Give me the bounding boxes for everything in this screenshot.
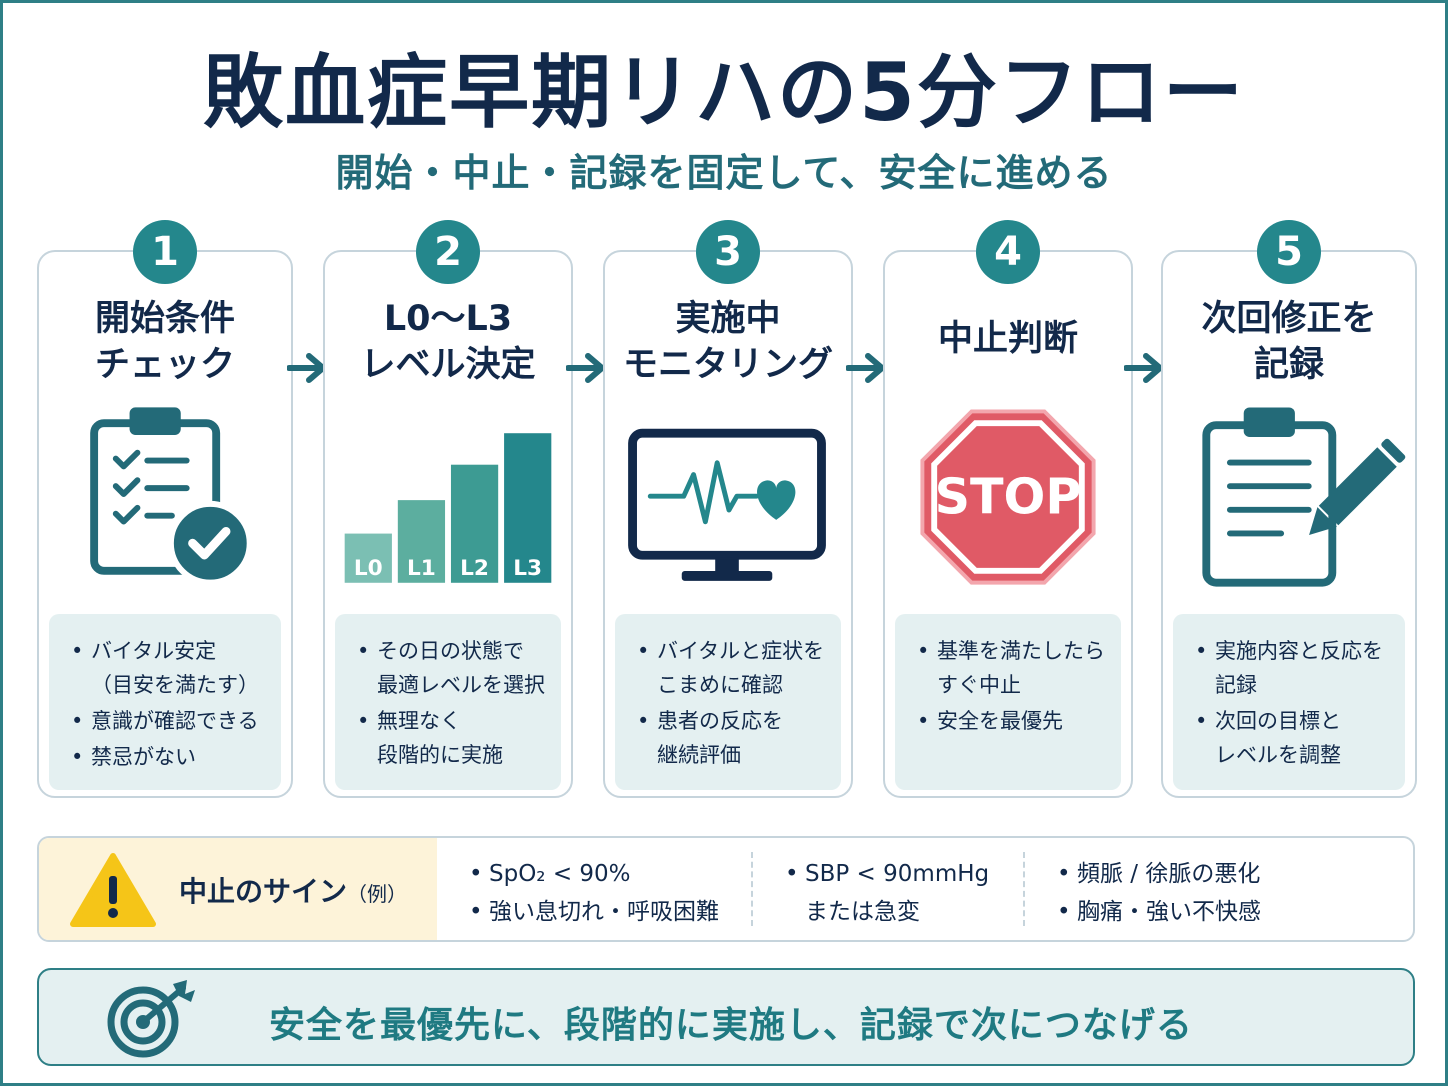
- step-bullets: その日の状態で 最適レベルを選択 無理なく 段階的に実施: [335, 614, 561, 790]
- stop-sign-item: SpO₂ < 90%: [469, 856, 719, 892]
- stop-signs-header: 中止のサイン（例）: [39, 838, 437, 940]
- stop-sign-icon: STOP: [920, 409, 1096, 585]
- stop-sign-column-1: SpO₂ < 90% 強い息切れ・呼吸困難: [469, 856, 719, 932]
- step-title: 開始条件 チェック: [94, 299, 235, 385]
- footer-message: 安全を最優先に、段階的に実施し、記録で次につなげる: [269, 1005, 1193, 1046]
- arrow-right-icon: [1124, 353, 1163, 383]
- bullet-item: バイタル安定 （目安を満たす）: [71, 634, 273, 702]
- bullet-item: 禁忌がない: [71, 740, 273, 774]
- clipboard-pencil-icon: [1202, 407, 1406, 587]
- step-title: 中止判断: [937, 319, 1078, 359]
- bullet-item: 患者の反応を 継続評価: [637, 704, 833, 772]
- bullet-item: 基準を満たしたら すぐ中止: [917, 634, 1113, 702]
- stop-sign-text: STOP: [935, 468, 1082, 526]
- stop-sign-item: 胸痛・強い不快感: [1057, 894, 1261, 930]
- arrow-right-icon: [566, 353, 605, 383]
- heart-monitor-icon: [628, 428, 826, 581]
- step-bullets: 実施内容と反応を 記録 次回の目標と レベルを調整: [1173, 614, 1405, 790]
- step-card-2: 2 L0〜L3 レベル決定 L0 L1 L2 L3 その日の状態で 最適レベルを…: [323, 220, 573, 798]
- stop-sign-item: 強い息切れ・呼吸困難: [469, 894, 719, 930]
- stop-sign-item: または急変: [805, 899, 920, 925]
- level-label: L3: [513, 556, 542, 581]
- page-title: 敗血症早期リハの5分フロー: [203, 46, 1245, 139]
- step-card-1: 1 開始条件 チェック バイタル安定 （目安を満たす） 意識が確認できる 禁忌が…: [37, 220, 293, 798]
- step-number-badge: 2: [416, 220, 480, 284]
- level-label: L0: [354, 556, 383, 581]
- column-divider: [1023, 852, 1025, 926]
- stop-signs-panel: 中止のサイン（例） SpO₂ < 90% 強い息切れ・呼吸困難 SBP < 90…: [37, 836, 1415, 942]
- step-number-badge: 5: [1257, 220, 1321, 284]
- bullet-item: その日の状態で 最適レベルを選択: [357, 634, 553, 702]
- stop-sign-item: SBP < 90mmHg: [785, 856, 989, 892]
- step-title: 次回修正を 記録: [1201, 299, 1377, 385]
- stop-sign-column-2: SBP < 90mmHg または急変: [785, 856, 989, 930]
- bullet-item: 安全を最優先: [917, 704, 1113, 738]
- clipboard-check-icon: [90, 407, 253, 586]
- step-bullets: バイタル安定 （目安を満たす） 意識が確認できる 禁忌がない: [49, 614, 281, 790]
- stop-sign-item: 頻脈 / 徐脈の悪化: [1057, 856, 1261, 892]
- step-bullets: バイタルと症状を こまめに確認 患者の反応を 継続評価: [615, 614, 841, 790]
- step-number-badge: 1: [133, 220, 197, 284]
- step-bullets: 基準を満たしたら すぐ中止 安全を最優先: [895, 614, 1121, 790]
- target-icon: [107, 980, 195, 1058]
- step-title: 実施中 モニタリング: [622, 299, 833, 385]
- stop-signs-title: 中止のサイン（例）: [179, 875, 408, 908]
- level-bars-icon: L0 L1 L2 L3: [344, 433, 552, 583]
- bullet-item: バイタルと症状を こまめに確認: [637, 634, 833, 702]
- bullet-item: 無理なく 段階的に実施: [357, 704, 553, 772]
- warning-icon: [70, 853, 156, 927]
- step-number-badge: 4: [976, 220, 1040, 284]
- step-card-4: 4 中止判断 STOP 基準を満たしたら すぐ中止 安全を最優先: [883, 220, 1133, 798]
- step-card-3: 3 実施中 モニタリング バイタルと症状を こまめに確認 患者の反応を 継続評価: [603, 220, 853, 798]
- step-title: L0〜L3 レベル決定: [360, 299, 536, 385]
- bullet-item: 次回の目標と レベルを調整: [1195, 704, 1397, 772]
- step-number-badge: 3: [696, 220, 760, 284]
- footer-banner: 安全を最優先に、段階的に実施し、記録で次につなげる: [37, 968, 1415, 1066]
- bullet-item: 意識が確認できる: [71, 704, 273, 738]
- arrow-right-icon: [846, 353, 885, 383]
- page-subtitle: 開始・中止・記録を固定して、安全に進める: [335, 151, 1113, 195]
- bullet-item: 実施内容と反応を 記録: [1195, 634, 1397, 702]
- level-label: L1: [407, 556, 436, 581]
- stop-sign-column-3: 頻脈 / 徐脈の悪化 胸痛・強い不快感: [1057, 856, 1261, 932]
- level-label: L2: [460, 556, 489, 581]
- step-card-5: 5 次回修正を 記録 実施内容と反応を 記録 次回の目標と レベルを調整: [1161, 220, 1417, 798]
- column-divider: [751, 852, 753, 926]
